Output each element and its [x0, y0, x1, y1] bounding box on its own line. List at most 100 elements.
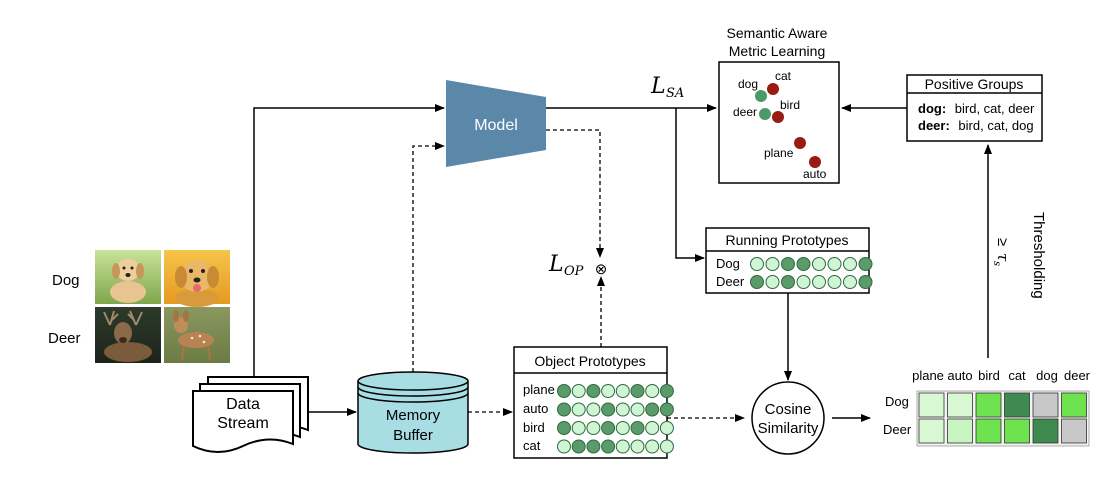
loss-op: L OP ⊗ — [548, 252, 607, 279]
deer-image-2 — [164, 307, 230, 363]
matrix-cell — [975, 418, 1002, 444]
loss-op-combine-icon: ⊗ — [595, 261, 608, 278]
memory-buffer: Memory Buffer — [357, 371, 469, 454]
dog-image-2 — [164, 250, 230, 307]
thresholding-label: Thresholding — [1030, 212, 1047, 299]
matrix-col-deer: deer — [1064, 368, 1091, 383]
running-dot — [843, 257, 857, 271]
matrix-cell — [947, 418, 973, 444]
similarity-matrix: plane auto bird cat dog deer Dog Deer — [883, 368, 1091, 447]
object-dot — [586, 439, 601, 454]
semantic-point-label-plane: plane — [764, 146, 794, 160]
running-prototypes-box: Running Prototypes Dog Deer — [705, 227, 873, 294]
object-dot — [615, 384, 630, 398]
object-dot — [557, 384, 571, 398]
object-dot — [601, 402, 616, 417]
object-prototype-dots — [557, 384, 674, 454]
running-prototypes-title: Running Prototypes — [726, 232, 849, 248]
semantic-title-line1: Semantic Aware — [727, 25, 828, 41]
loss-op-subscript: OP — [564, 264, 584, 279]
running-dot — [858, 257, 873, 271]
positive-groups-box: Positive Groups dog: bird, cat, deer dee… — [906, 74, 1043, 142]
object-dot — [586, 384, 601, 398]
positive-group-value-dog: bird, cat, deer — [955, 101, 1035, 116]
running-row-label-dog: Dog — [716, 256, 740, 271]
semantic-point-label-deer: deer — [733, 105, 757, 119]
object-row-label-bird: bird — [523, 420, 545, 435]
model-label: Model — [474, 117, 518, 134]
connectors — [253, 104, 992, 422]
object-dot — [586, 402, 601, 417]
positive-group-row-dog: dog: bird, cat, deer — [918, 101, 1035, 116]
object-dot — [557, 402, 571, 417]
deer-image-1 — [95, 307, 161, 363]
loss-sa-script: L — [650, 74, 666, 99]
object-dot — [659, 384, 674, 398]
matrix-col-plane: plane — [912, 368, 944, 383]
object-prototypes-box: Object Prototypes plane auto bird cat — [513, 346, 674, 459]
cosine-similarity-node: Cosine Similarity — [751, 381, 825, 455]
object-prototypes-title: Object Prototypes — [534, 353, 645, 369]
positive-group-key-deer: deer: — [918, 118, 950, 133]
positive-group-row-deer: deer: bird, cat, dog — [918, 118, 1034, 133]
matrix-cells — [918, 392, 1087, 444]
matrix-cell — [1032, 392, 1059, 418]
matrix-cell — [1004, 418, 1030, 444]
deer-label: Deer — [48, 330, 81, 347]
object-dot — [645, 439, 660, 454]
model-block: Model — [446, 80, 546, 167]
object-dot — [601, 439, 616, 454]
matrix-col-cat: cat — [1008, 368, 1026, 383]
object-dot — [557, 421, 571, 435]
data-stream-line1: Data — [226, 396, 260, 413]
dog-image-1 — [95, 250, 161, 304]
semantic-point-bird — [772, 111, 784, 123]
matrix-cell — [918, 418, 945, 444]
object-dot — [630, 402, 645, 417]
cosine-line2: Similarity — [758, 420, 819, 437]
semantic-point-deer — [759, 108, 771, 120]
object-dot — [586, 421, 601, 435]
running-dot — [812, 275, 826, 289]
positive-group-value-deer: bird, cat, dog — [958, 118, 1033, 133]
matrix-cell — [975, 392, 1002, 418]
object-dot — [659, 402, 674, 417]
matrix-col-bird: bird — [978, 368, 1000, 383]
object-dot — [659, 439, 674, 454]
object-dot — [601, 421, 616, 435]
object-dot — [630, 421, 645, 435]
matrix-row-deer: Deer — [883, 422, 912, 437]
running-dot — [750, 257, 764, 271]
loss-op-script: L — [548, 252, 564, 277]
object-dot — [615, 402, 630, 417]
semantic-title-line2: Metric Learning — [729, 43, 826, 59]
object-dot — [571, 421, 586, 435]
dog-label: Dog — [52, 272, 80, 289]
semantic-point-label-cat: cat — [775, 69, 792, 83]
object-dot — [630, 439, 645, 454]
thresholding: Thresholding ≥ τ s — [991, 212, 1047, 299]
matrix-col-auto: auto — [947, 368, 972, 383]
running-row-label-deer: Deer — [716, 274, 745, 289]
object-dot — [571, 402, 586, 417]
running-dot — [781, 257, 795, 271]
semantic-point-dog — [755, 90, 767, 102]
threshold-tau-subscript: s — [991, 261, 1002, 266]
running-dot — [765, 257, 780, 271]
running-dot — [843, 275, 857, 289]
running-dot — [812, 257, 826, 271]
semantic-point-label-auto: auto — [803, 167, 827, 181]
object-dot — [645, 384, 660, 398]
positive-group-key-dog: dog: — [918, 101, 946, 116]
positive-groups-title: Positive Groups — [925, 76, 1024, 92]
object-dot — [659, 421, 674, 435]
semantic-metric-box: Semantic Aware Metric Learning dogcatdee… — [718, 25, 840, 184]
running-dot — [858, 275, 873, 289]
running-dot — [781, 275, 795, 289]
object-dot — [645, 402, 660, 417]
object-dot — [645, 421, 660, 435]
loss-sa-subscript: SA — [666, 86, 684, 101]
matrix-cell — [1061, 418, 1087, 444]
